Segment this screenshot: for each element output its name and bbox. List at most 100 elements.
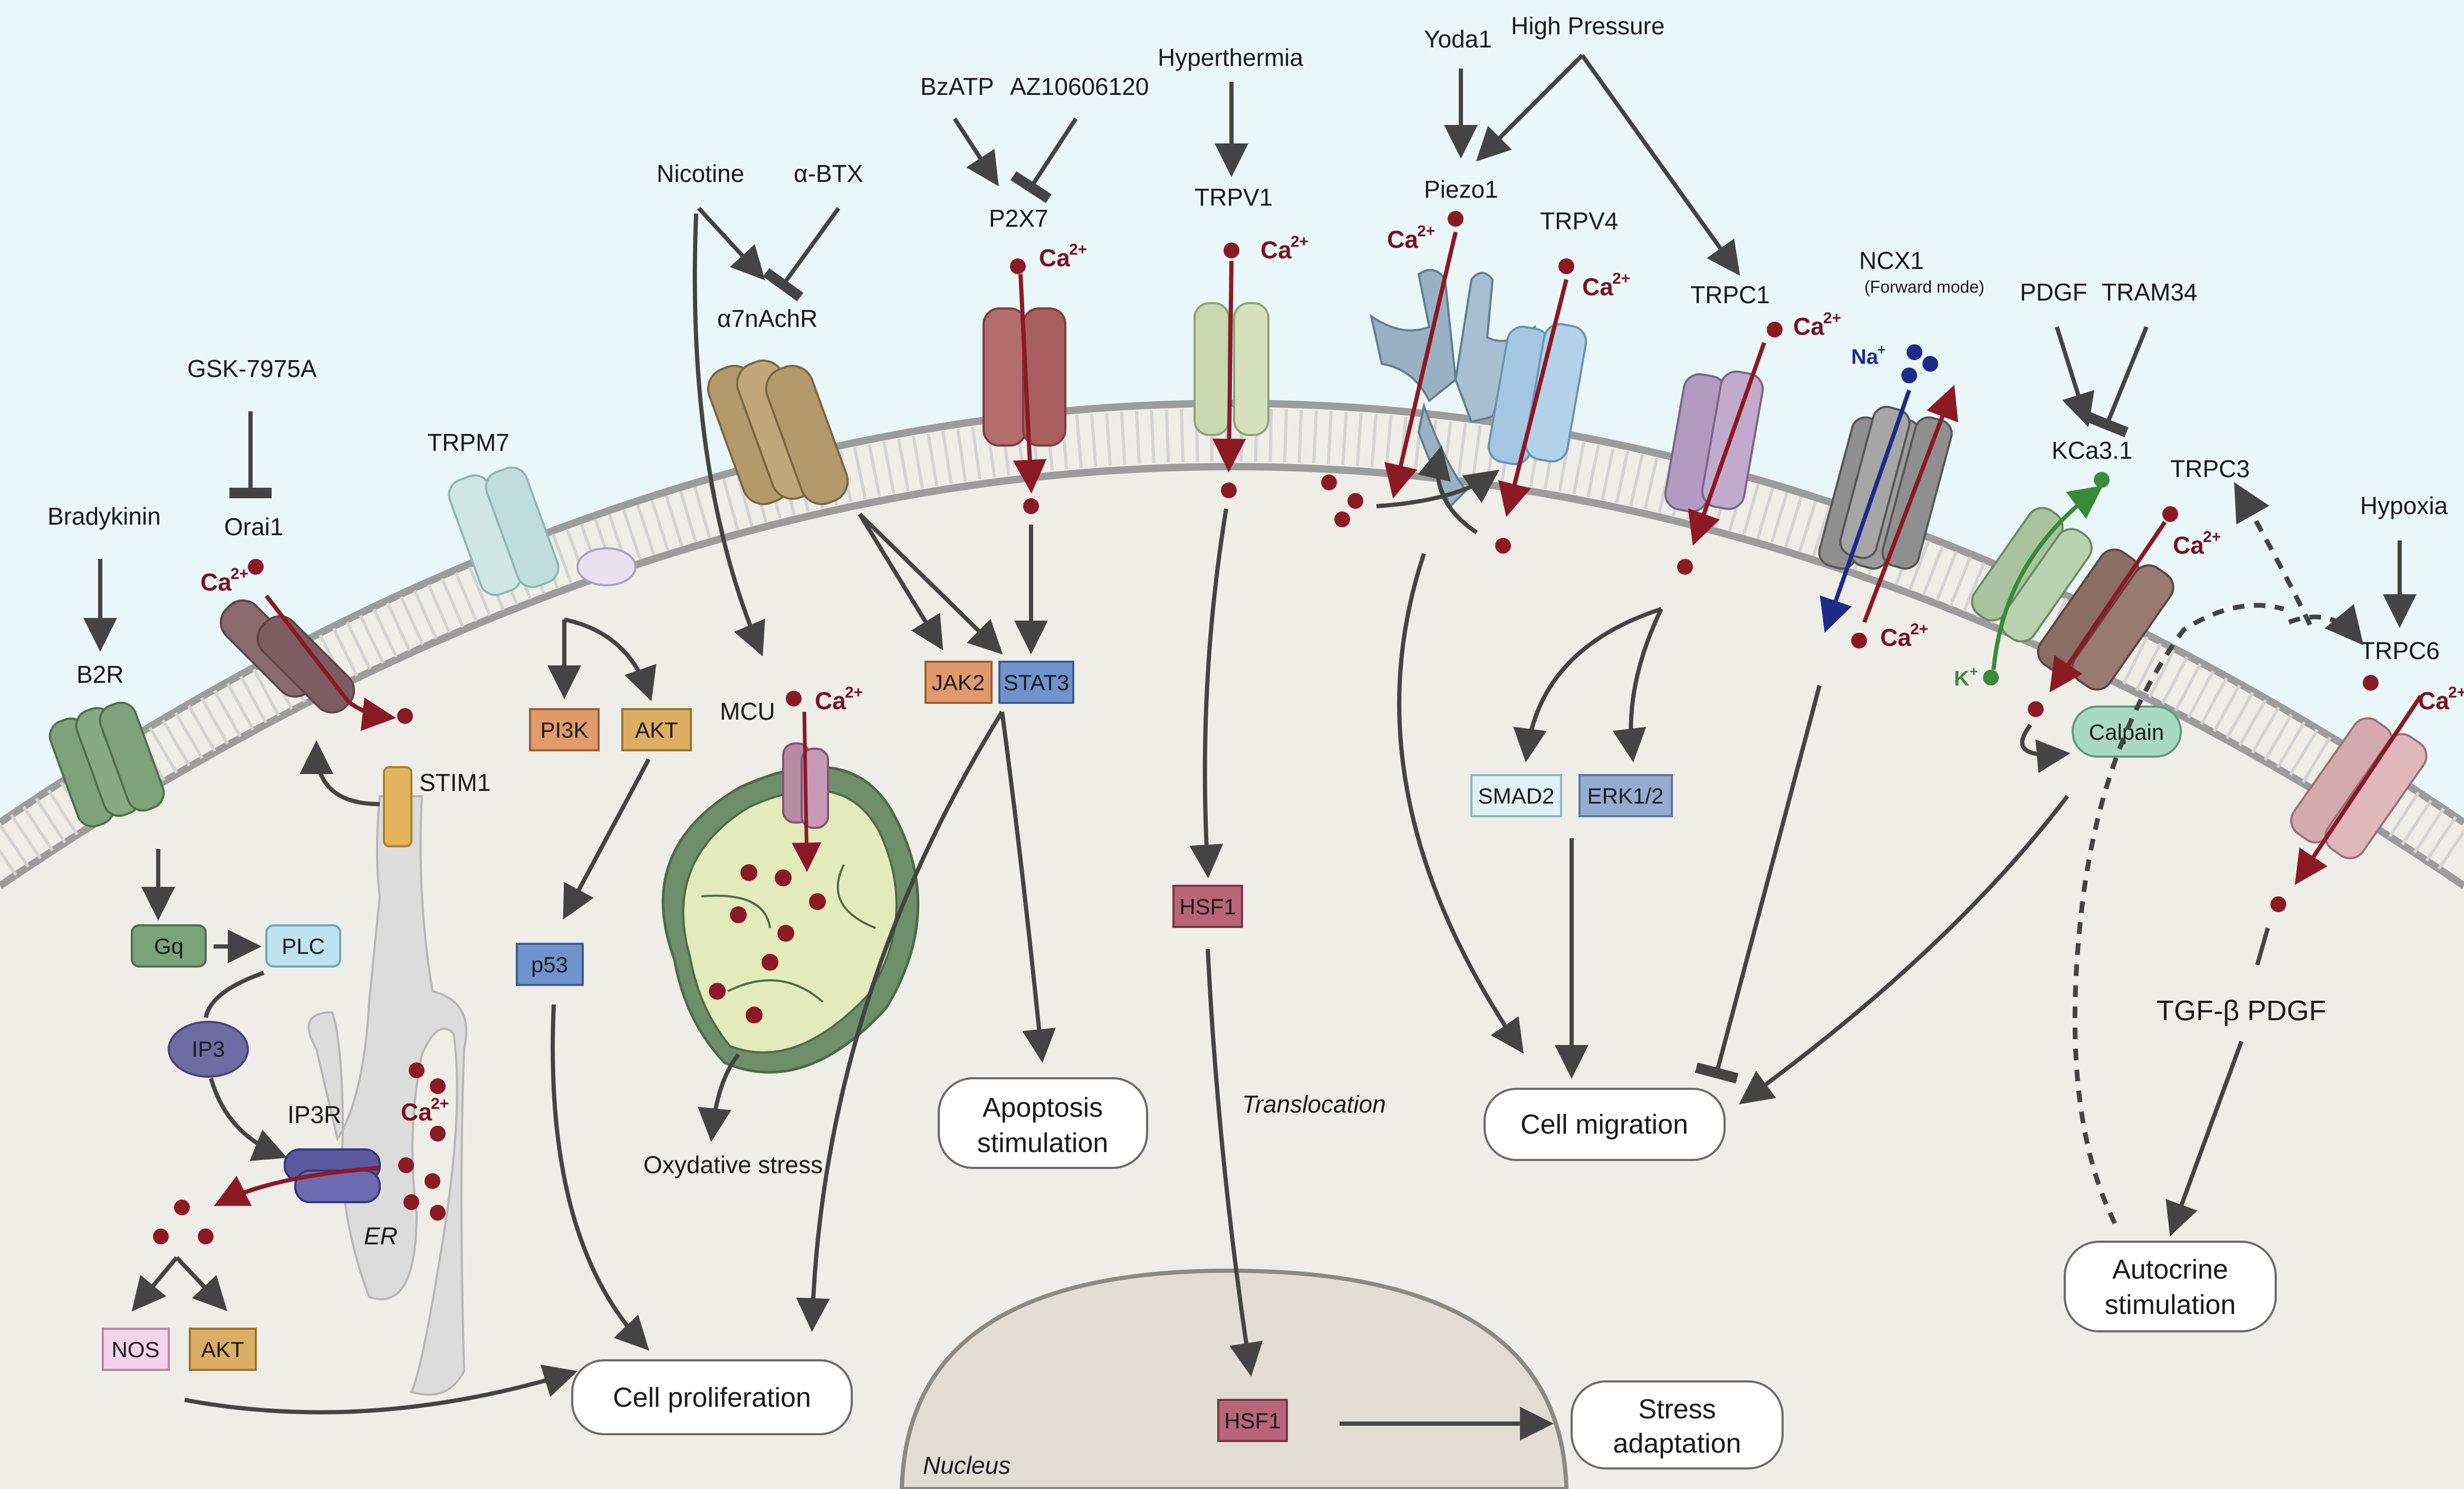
az-label: AZ10606120	[1010, 73, 1149, 100]
ca-flow-trpc3	[2049, 520, 2167, 693]
mcu-channel	[782, 742, 829, 829]
trpm7-channel	[448, 466, 637, 596]
mitochondrion	[661, 766, 920, 1074]
trpc6-label: TRPC6	[2360, 637, 2440, 664]
ca-ion-trpv1-in	[1221, 482, 1237, 498]
svg-text:Ca: Ca	[2418, 687, 2449, 714]
smad2-label: SMAD2	[1478, 784, 1555, 808]
p2x7-channel	[983, 307, 1066, 447]
arrow-nicotine-a7	[697, 207, 765, 281]
ca-ion-trpv4-in	[1495, 538, 1511, 554]
ca-ion-piezo1	[1448, 211, 1464, 227]
nos-label: NOS	[111, 1337, 159, 1362]
svg-text:2+: 2+	[1291, 233, 1308, 250]
ca-ions-released	[153, 1200, 214, 1244]
ca-ion-trpc3	[2162, 506, 2178, 522]
svg-text:+: +	[1878, 342, 1885, 357]
nos-box: NOS	[102, 1328, 170, 1371]
arrow-trpm7-akt	[564, 617, 657, 702]
ip3-node: IP3	[168, 1021, 249, 1078]
cell-proliferation-label: Cell proliferation	[613, 1382, 811, 1413]
trpc3-ca-label: Ca 2+	[2173, 528, 2221, 559]
tgf-pdgf-label: TGF-β PDGF	[2157, 995, 2326, 1027]
na-ions	[1901, 344, 1938, 383]
arrow-trpc1-smad2	[1513, 607, 1662, 762]
stat3-box: STAT3	[998, 661, 1074, 704]
akt-label-2: AKT	[635, 718, 678, 742]
svg-text:Ca: Ca	[1793, 313, 1824, 340]
stress-adaptation-box: Stress adaptation	[1571, 1380, 1784, 1469]
arrow-ip3-ip3r	[209, 1077, 287, 1161]
arrow-akt-p53	[563, 758, 651, 920]
trpv4-channel	[1487, 323, 1587, 466]
svg-text:2+: 2+	[1910, 621, 1928, 638]
cell-migration-box: Cell migration	[1484, 1088, 1726, 1161]
p2x7-label: P2X7	[989, 205, 1048, 232]
oxidative-label: Oxydative stress	[643, 1151, 823, 1178]
stat3-label: STAT3	[1004, 670, 1069, 695]
arrow-ca-calpain	[2020, 723, 2071, 773]
apoptosis-label-1: Apoptosis	[983, 1092, 1103, 1123]
hsf1-label-nuc: HSF1	[1224, 1408, 1281, 1433]
gsk-label: GSK-7975A	[187, 355, 317, 382]
b2r-label: B2R	[76, 661, 123, 688]
k-flow-kca	[1991, 485, 2103, 670]
translocation-label: Translocation	[1242, 1090, 1386, 1118]
svg-text:2+: 2+	[1069, 241, 1087, 258]
svg-text:K: K	[1954, 667, 1969, 690]
arrow-bzatp-p2x7	[952, 117, 999, 187]
k-label: K +	[1954, 663, 1978, 690]
mcu-label: MCU	[720, 698, 775, 725]
svg-text:2+: 2+	[1823, 310, 1841, 327]
arrow-pressure-trpc1	[1580, 54, 1740, 276]
ip3r-channel	[284, 1148, 381, 1203]
nicotine-label: Nicotine	[657, 160, 744, 187]
inhibit-ncx1-migration	[1695, 684, 1822, 1084]
cell-proliferation-box: Cell proliferation	[571, 1359, 853, 1435]
calpain-node: Calpain	[2072, 705, 2182, 758]
k-ion-out	[2094, 472, 2110, 488]
ip3r-label: IP3R	[287, 1101, 341, 1128]
ca-ion-orai1-in	[397, 708, 413, 724]
high-pressure-label: High Pressure	[1511, 12, 1664, 40]
svg-text:2+: 2+	[1612, 270, 1630, 287]
ca-flow-mcu	[792, 711, 822, 872]
ca-ion-p2x7-in	[1023, 498, 1039, 514]
pi3k-label: PI3K	[540, 718, 588, 742]
stress-label-2: adaptation	[1613, 1428, 1741, 1459]
svg-text:Ca: Ca	[1260, 236, 1292, 264]
ncx1-mode-label: (Forward mode)	[1864, 277, 1985, 296]
arrow-hsf1-translocation	[1206, 949, 1263, 1377]
a7nachr-label: α7nAchR	[717, 305, 817, 332]
arrow-stim1-orai1	[300, 740, 380, 806]
k-ion-in	[1983, 670, 1999, 685]
ip3-label: IP3	[191, 1037, 225, 1061]
trpc6-channel	[2290, 717, 2428, 859]
ca-flow-ncx1	[1862, 385, 1958, 623]
inhibit-tram34-kca	[2085, 326, 2149, 438]
dashed-to-trpc6	[2288, 604, 2364, 645]
line-ca-tgf	[2255, 927, 2270, 966]
arrow-trpv1-hsf1	[1189, 508, 1228, 878]
ca-ion-trpc6-in	[2270, 896, 2286, 912]
gq-box: Gq	[131, 924, 207, 968]
stress-label-1: Stress	[1638, 1394, 1716, 1425]
ca-ion-trpc3-in	[2028, 701, 2044, 717]
svg-text:2+: 2+	[2203, 528, 2221, 546]
ca-ion-trpc1-in	[1677, 559, 1693, 575]
arrow-trpv4-loop	[1418, 445, 1478, 535]
ca-ion-ncx1	[1851, 633, 1867, 649]
ca-flow-trpv4	[1498, 279, 1568, 517]
er-ca-ions	[398, 1062, 446, 1221]
ca-ion-trpc6	[2363, 675, 2379, 691]
arrow-ca-nos	[131, 1256, 179, 1312]
svg-text:Ca: Ca	[1880, 624, 1911, 651]
svg-text:2+: 2+	[845, 684, 863, 701]
inhibit-az-p2x7	[1010, 117, 1078, 204]
akt-label-1: AKT	[201, 1337, 244, 1362]
piezo1-ca-label: Ca 2+	[1387, 223, 1435, 253]
kca31-label: KCa3.1	[2052, 437, 2132, 464]
trpv4-ca-label: Ca 2+	[1582, 270, 1630, 301]
arrow-pdgf-kca	[2055, 326, 2095, 428]
ncx1-label: NCX1	[1859, 247, 1924, 274]
